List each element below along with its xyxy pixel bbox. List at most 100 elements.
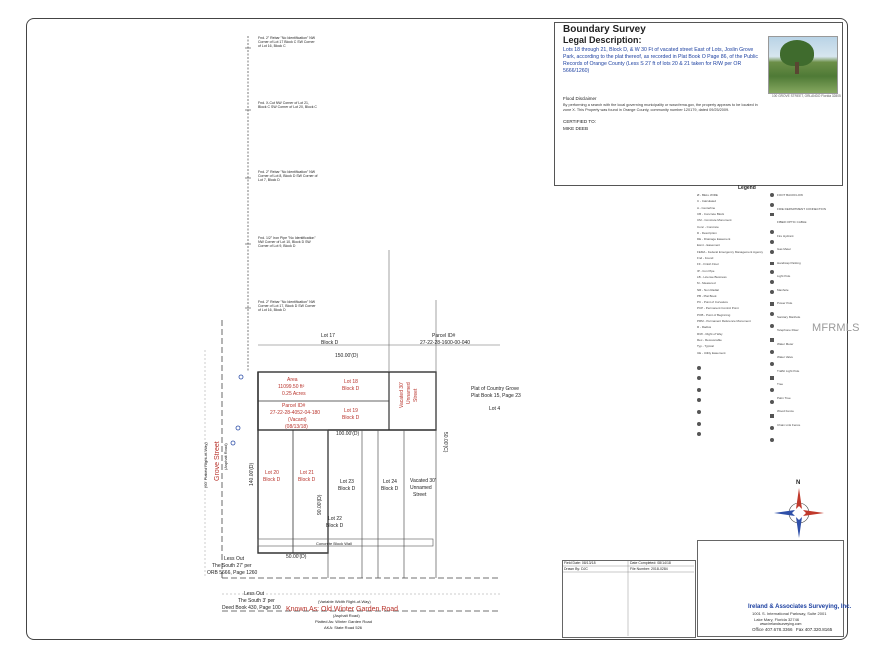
legend-symbol-item: FIBER OPTIC CABLE bbox=[777, 220, 807, 224]
field-date: Field Date: 08/13/18 bbox=[564, 561, 596, 565]
lot24-label: Lot 24 bbox=[383, 479, 397, 485]
legend-item: LB - License Business bbox=[697, 274, 727, 279]
road-name: Known As: Old Winter Garden Road bbox=[286, 606, 399, 613]
lot19-block: Block D bbox=[342, 415, 360, 421]
road-asphalt: (Asphalt Road) bbox=[333, 613, 360, 618]
north-label: N bbox=[796, 480, 801, 486]
legend-symbol-item: FOOT BACKFLOW bbox=[777, 193, 803, 197]
road-platted: Platted As: Winter Garden Road bbox=[315, 619, 372, 624]
dim-left: 140.00'(D) bbox=[249, 462, 255, 486]
area-value: 11099.50 ft² bbox=[278, 384, 305, 390]
firm-web: www.irelandsurveying.com bbox=[760, 622, 802, 626]
parcel-main-label: Parcel ID# bbox=[282, 403, 306, 409]
lot17-block: Block D bbox=[321, 340, 339, 346]
firm-office: Office 407.678.3366 bbox=[752, 627, 793, 632]
file-number: File Number: 2018-0284 bbox=[630, 567, 668, 571]
parcel-main-num: 27-22-28-4052-04-180 bbox=[270, 410, 321, 416]
tree-trunk bbox=[795, 62, 799, 74]
legend-symbol-item: Water Valve bbox=[777, 355, 794, 359]
certified-label: CERTIFIED TO: bbox=[563, 119, 596, 124]
lot21-label: Lot 21 bbox=[300, 470, 314, 476]
legend-symbol-item: Traffic Light Pole bbox=[777, 368, 800, 373]
date-completed: Date Completed: 08/14/18 bbox=[630, 561, 671, 565]
lot22-label: Lot 22 bbox=[328, 516, 342, 522]
legend-item: IP - Iron Pipe bbox=[697, 268, 715, 273]
notes-box bbox=[697, 540, 844, 637]
legend-item: C - Calculated bbox=[697, 199, 717, 204]
rebar-note-4: Fnd. 1/2" Iron Pipe "No Identification" … bbox=[258, 236, 316, 249]
less-out-2b: The South 3' per bbox=[238, 598, 275, 604]
vacated-label-3: Street bbox=[413, 388, 419, 402]
legend-symbol-item: Handicap Parking bbox=[777, 260, 801, 265]
vacant-date: (08/13/18) bbox=[285, 424, 308, 430]
legend-item: UE - Utility Easement bbox=[697, 350, 726, 355]
plat-cg: Plat of Country Grove bbox=[471, 386, 520, 392]
dim-vert: 90.00'(D) bbox=[317, 494, 323, 515]
dim-right: 50.00'(C) bbox=[442, 432, 448, 453]
legend-symbol-item: Manhole bbox=[777, 287, 789, 292]
legend-item: PB - Plat Book bbox=[697, 293, 717, 298]
grove-row: (60' Platted Right-of-Way) bbox=[203, 442, 208, 488]
legend-item: D - Description bbox=[697, 230, 717, 235]
legend-item: R - Radius bbox=[697, 325, 712, 330]
less-out-2c: Deed Book 430, Page 100 bbox=[222, 605, 281, 611]
lot20-label: Lot 20 bbox=[265, 470, 279, 476]
legend-symbol-item: Light Pole bbox=[777, 274, 791, 278]
drawn-by: Drawn By: DJC bbox=[564, 567, 588, 571]
lot4-label: Lot 4 bbox=[489, 406, 501, 412]
legend-symbol-item: FIRE DEPARTMENT CONNECTION bbox=[777, 206, 827, 211]
area-label: Area bbox=[287, 377, 298, 383]
legend-item: NR - Non Radial bbox=[697, 287, 719, 292]
legend-symbol-item: Fire Hydrant bbox=[777, 233, 794, 238]
photo-caption: 100 GROVE STREET, ORLANDO Florida 32805 bbox=[772, 94, 841, 98]
legend-symbol-item: Tree bbox=[777, 382, 784, 386]
less-out-2: Less Out bbox=[244, 591, 265, 597]
less-out-1: Less Out bbox=[224, 556, 245, 562]
legend-item: PCP - Permanent Control Point bbox=[697, 306, 739, 311]
block-wall bbox=[257, 538, 434, 547]
field-table bbox=[562, 560, 696, 638]
legend-symbol-item: Telephone Riser bbox=[777, 328, 799, 332]
certified-name: MIKE DEEB bbox=[563, 126, 589, 131]
north-arrow bbox=[774, 488, 824, 538]
grove-asphalt: (Asphalt Road) bbox=[223, 443, 228, 470]
legend-symbol-item: Gas Meter bbox=[777, 247, 792, 251]
road-variable: (Variable Width Right-of-Way) bbox=[318, 599, 371, 604]
watermark: MFRMLS bbox=[812, 322, 860, 334]
legend-item: A - Centerline bbox=[697, 205, 716, 210]
flood-disclaimer: By performing a search with the local go… bbox=[563, 103, 758, 112]
lot19-label: Lot 19 bbox=[344, 408, 358, 414]
lot18-block: Block D bbox=[342, 386, 360, 392]
plat-cg-2: Plat Book 15, Page 23 bbox=[471, 393, 521, 399]
rebar-note-5: Fnd. 2" Rebar "No Identification" NW Cor… bbox=[258, 300, 316, 313]
legend-item: FF - Finish Floor bbox=[697, 262, 720, 267]
legend-symbol-item: Water Meter bbox=[777, 341, 794, 346]
dim-top: 150.00'(D) bbox=[335, 353, 359, 359]
grove-street-label: Grove Street bbox=[214, 441, 221, 481]
legend-symbol-item: Palm Tree bbox=[777, 395, 791, 400]
legend-item: CM - Concrete Monument bbox=[697, 218, 732, 223]
legend-item: Rec - Recoverable bbox=[697, 337, 722, 342]
legend-symbol-item: Wood Fence bbox=[777, 409, 794, 413]
rebar-note-2: Fnd. X-Cut NW Corner of Lot 21, Block C … bbox=[258, 101, 317, 110]
less-out-1b: The South 27' per bbox=[212, 563, 252, 569]
tree-icon bbox=[780, 40, 814, 66]
legend-item: FEMA - Federal Emergency Management Agen… bbox=[697, 249, 764, 254]
legend-item: R/W - Right of Way bbox=[697, 331, 723, 336]
area-acres: 0.25 Acres bbox=[282, 391, 306, 397]
road-aka: AKA: State Road 526 bbox=[324, 625, 363, 630]
lot23-label: Lot 23 bbox=[340, 479, 354, 485]
block-wall-label: Concrete Block Wall bbox=[316, 541, 352, 546]
lot20-block: Block D bbox=[263, 477, 281, 483]
vacated-label-2: Unnamed bbox=[406, 382, 412, 404]
lot17-label: Lot 17 bbox=[321, 333, 335, 339]
vacated-lower-2: Unnamed bbox=[410, 485, 432, 491]
lot18-label: Lot 18 bbox=[344, 379, 358, 385]
less-out-1c: ORB 5666, Page 1260 bbox=[207, 570, 258, 576]
vacated-label: Vacated 30' bbox=[399, 382, 405, 408]
vacated-lower: Vacated 30' bbox=[410, 478, 436, 484]
legend-item: Fnd - Found bbox=[697, 256, 714, 260]
lot24-block: Block D bbox=[381, 486, 399, 492]
legend-heading: Legend bbox=[738, 185, 756, 191]
